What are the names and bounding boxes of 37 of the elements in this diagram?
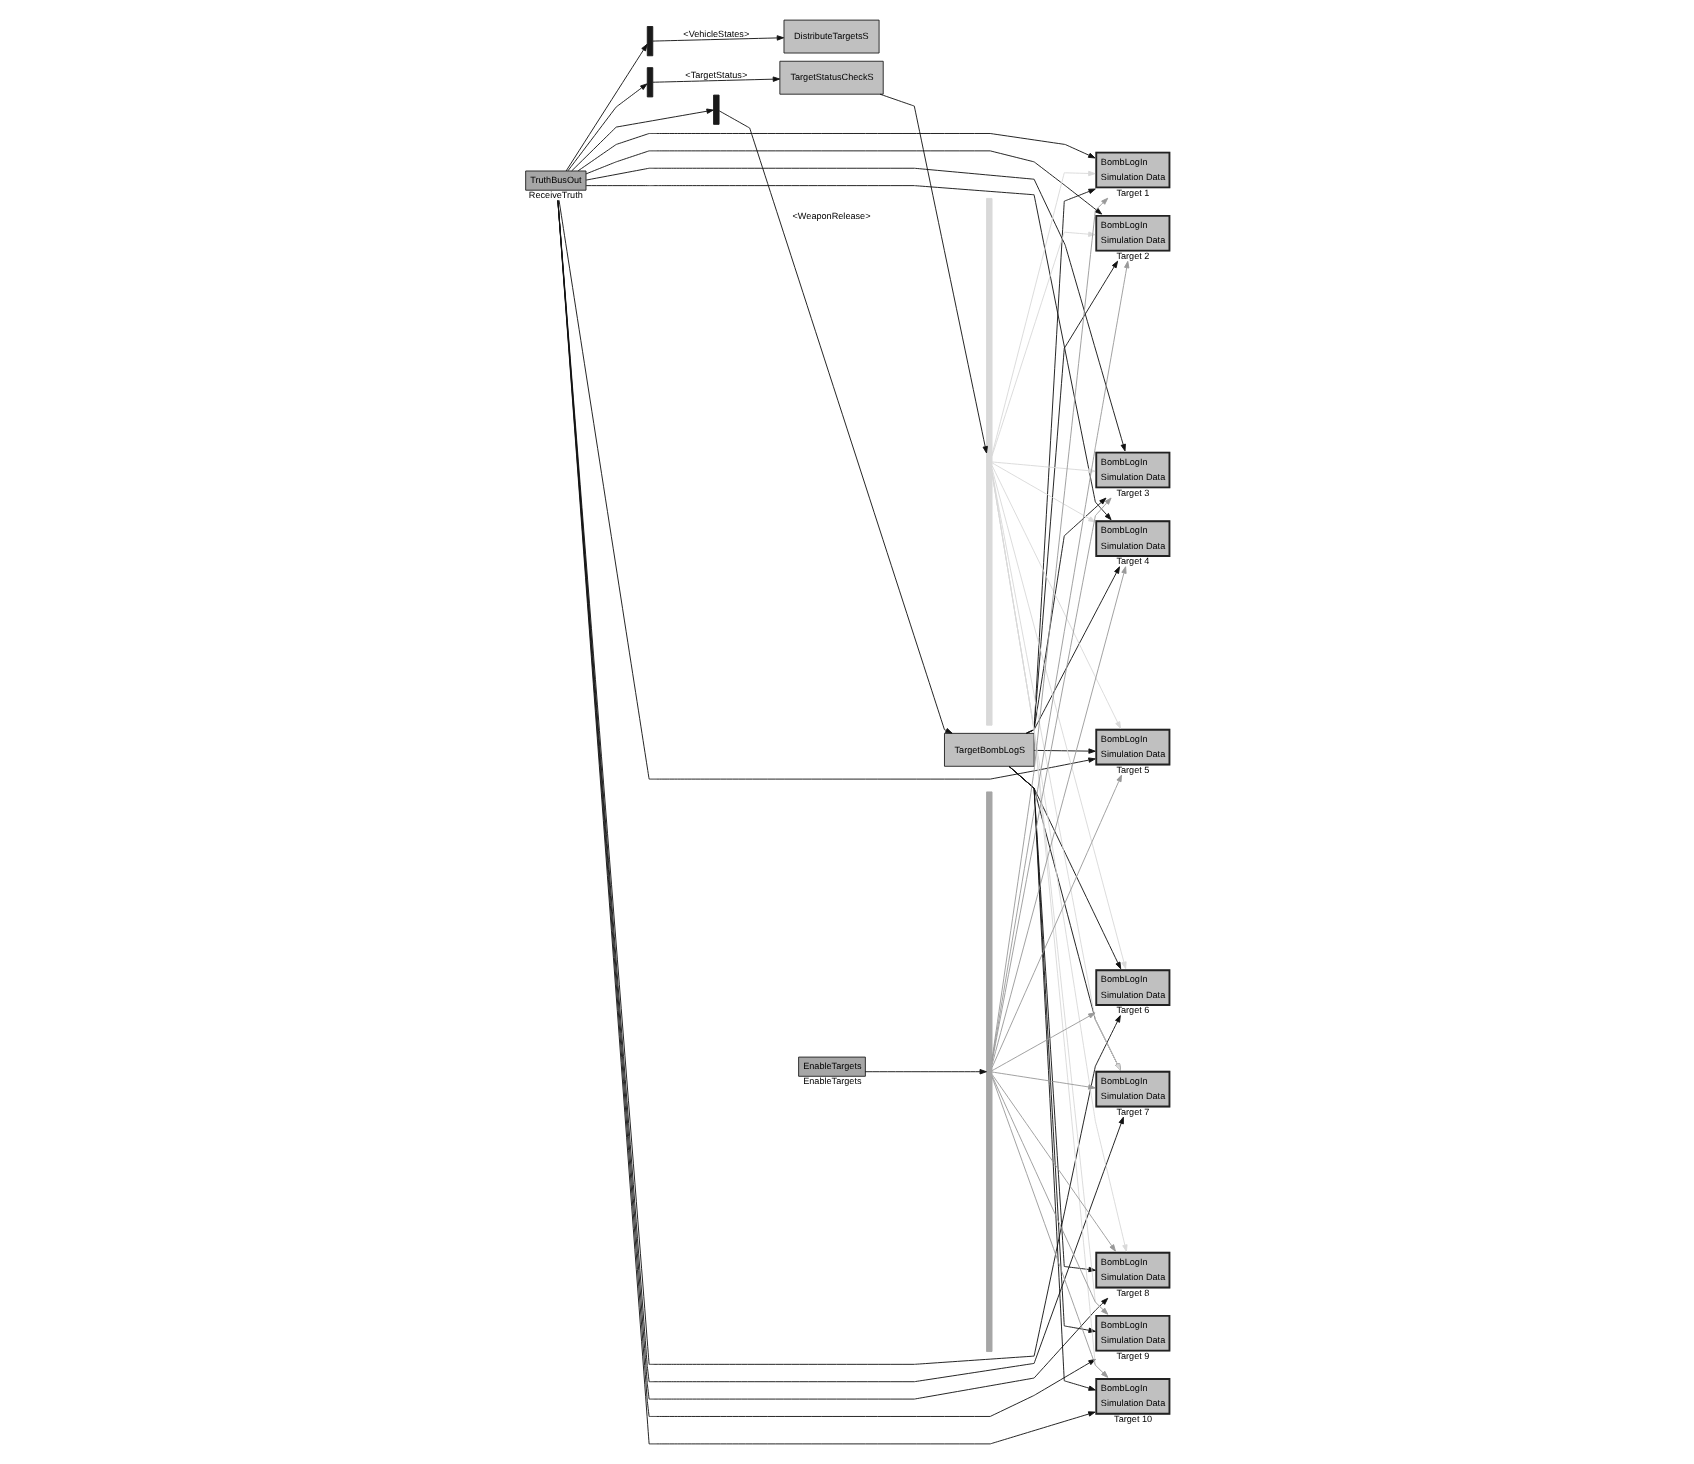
arrow	[1025, 260, 1118, 734]
node-bar	[985, 197, 992, 726]
arrow	[566, 83, 647, 172]
node-bar	[985, 791, 992, 1352]
arrow	[990, 461, 1095, 474]
arrow	[990, 1076, 1108, 1378]
arrow	[990, 170, 1095, 456]
arrow	[990, 462, 1095, 523]
arrow	[990, 1012, 1095, 1072]
arrow	[990, 1071, 1095, 1090]
arrow	[1025, 566, 1119, 734]
arrow	[570, 108, 713, 172]
arrow	[990, 1074, 1115, 1252]
arrow	[651, 35, 784, 42]
arrow	[990, 260, 1129, 1062]
arrow	[990, 465, 1120, 729]
arrow	[584, 150, 1102, 215]
arrow	[990, 774, 1122, 1068]
arrow	[990, 566, 1126, 1066]
arrow	[584, 167, 1125, 452]
node-bar	[645, 67, 653, 98]
node-bar	[645, 26, 653, 57]
arrow	[1032, 748, 1095, 754]
arrow	[863, 1069, 986, 1075]
arrow	[564, 43, 647, 172]
arrow	[584, 185, 1111, 521]
node-bar	[712, 94, 719, 125]
arrow	[576, 133, 1095, 172]
arrow	[990, 1075, 1108, 1315]
arrow	[990, 468, 1126, 969]
arrow	[651, 76, 780, 83]
arrow	[717, 110, 952, 734]
arrow	[990, 472, 1127, 1252]
arrow	[990, 197, 1108, 1060]
arrow	[878, 93, 987, 454]
arrow	[990, 231, 1095, 457]
arrow	[557, 199, 1095, 780]
